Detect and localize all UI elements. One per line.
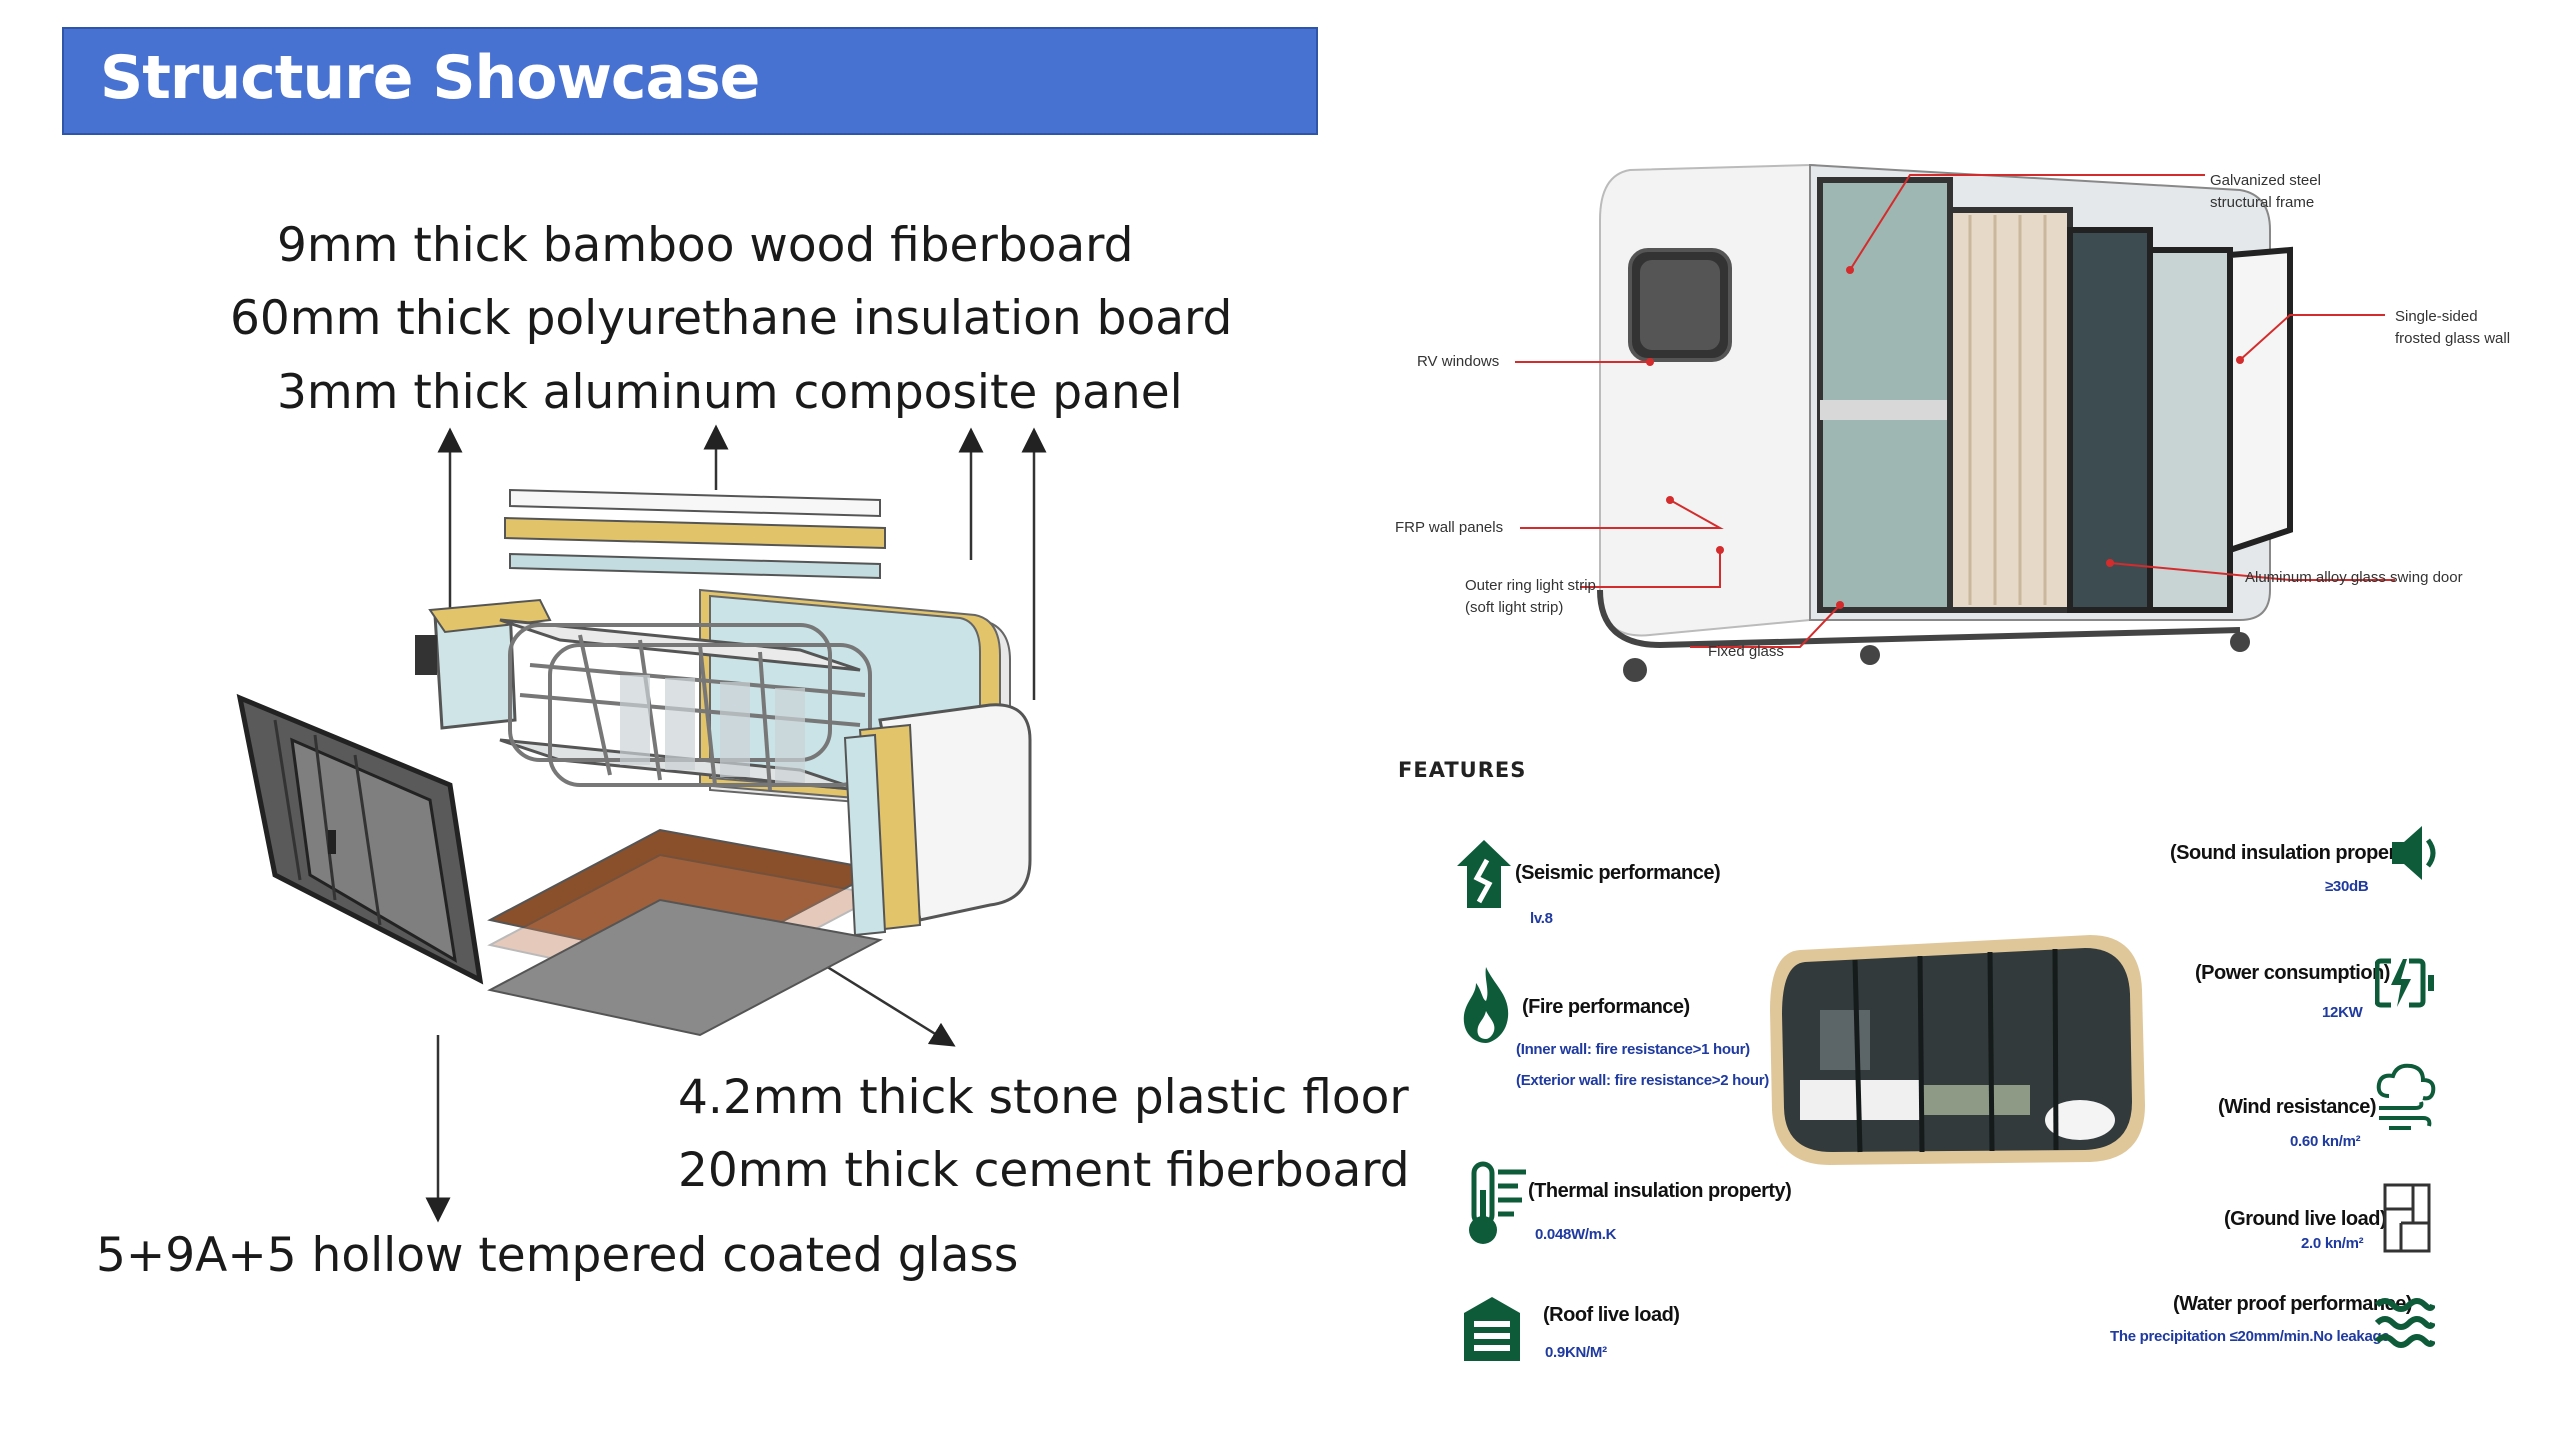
layer-label-cement: 20mm thick cement fiberboard (678, 1143, 1410, 1198)
feature-sound-value: ≥30dB (2325, 878, 2369, 895)
feature-ground-value: 2.0 kn/m² (2301, 1235, 2364, 1252)
layer-label-polyurethane: 60mm thick polyurethane insulation board (230, 291, 1233, 346)
thermometer-icon (1469, 1161, 1526, 1244)
seismic-house-icon (1457, 840, 1511, 908)
capsule-house-photo (1515, 163, 2395, 682)
feature-ground-title: (Ground live load) (2224, 1208, 2387, 1230)
callout-outer-ring: Outer ring light strip (soft light strip… (1465, 577, 1596, 616)
feature-power-value: 12KW (2322, 1004, 2363, 1021)
layer-label-aluminum: 3mm thick aluminum composite panel (277, 365, 1183, 420)
feature-fire-value-inner: (Inner wall: fire resistance>1 hour) (1516, 1041, 1750, 1058)
exploded-structure-diagram (236, 488, 1032, 1037)
feature-wind-title: (Wind resistance) (2218, 1096, 2377, 1118)
feature-seismic-title: (Seismic performance) (1515, 862, 1721, 884)
callout-galvanized: Galvanized steel structural frame (2210, 172, 2321, 211)
feature-thermal-title: (Thermal insulation property) (1528, 1180, 1792, 1202)
wind-icon (2376, 1063, 2436, 1130)
feature-water-title: (Water proof performance) (2173, 1293, 2413, 1315)
features-heading: FEATURES (1398, 758, 1527, 782)
garage-icon (1464, 1297, 1520, 1361)
callout-rv-windows: RV windows (1417, 353, 1500, 370)
feature-fire-value-exterior: (Exterior wall: fire resistance>2 hour) (1516, 1072, 1769, 1089)
flame-icon (1463, 967, 1509, 1043)
feature-water-value: The precipitation ≤20mm/min.No leakage. (2110, 1328, 2394, 1345)
feature-fire-title: (Fire performance) (1522, 996, 1690, 1018)
layer-label-stone-floor: 4.2mm thick stone plastic floor (678, 1070, 1409, 1125)
feature-seismic-value: lv.8 (1530, 910, 1553, 927)
speaker-icon (2392, 826, 2436, 880)
callout-door: Aluminum alloy glass swing door (2245, 569, 2463, 586)
feature-sound-title: (Sound insulation property) (2170, 842, 2419, 864)
feature-roof-value: 0.9KN/M² (1545, 1344, 1607, 1361)
title-bar: Structure Showcase (62, 27, 1318, 135)
waves-icon (2375, 1298, 2435, 1348)
feature-wind-value: 0.60 kn/m² (2290, 1133, 2361, 1150)
feature-thermal-value: 0.048W/m.K (1535, 1226, 1617, 1243)
feature-power-title: (Power consumption) (2195, 962, 2390, 984)
floor-plan-icon (2383, 1183, 2431, 1253)
layer-label-glass: 5+9A+5 hollow tempered coated glass (96, 1228, 1019, 1283)
battery-icon (2375, 958, 2434, 1008)
page-title: Structure Showcase (100, 43, 760, 113)
callout-single-sided: Single-sided frosted glass wall (2395, 308, 2511, 347)
layer-label-bamboo: 9mm thick bamboo wood fiberboard (277, 218, 1134, 273)
callout-frp: FRP wall panels (1395, 519, 1504, 536)
capsule-interior-image (1770, 935, 2145, 1165)
callout-fixed-glass: Fixed glass (1708, 643, 1784, 660)
feature-roof-title: (Roof live load) (1543, 1304, 1680, 1326)
